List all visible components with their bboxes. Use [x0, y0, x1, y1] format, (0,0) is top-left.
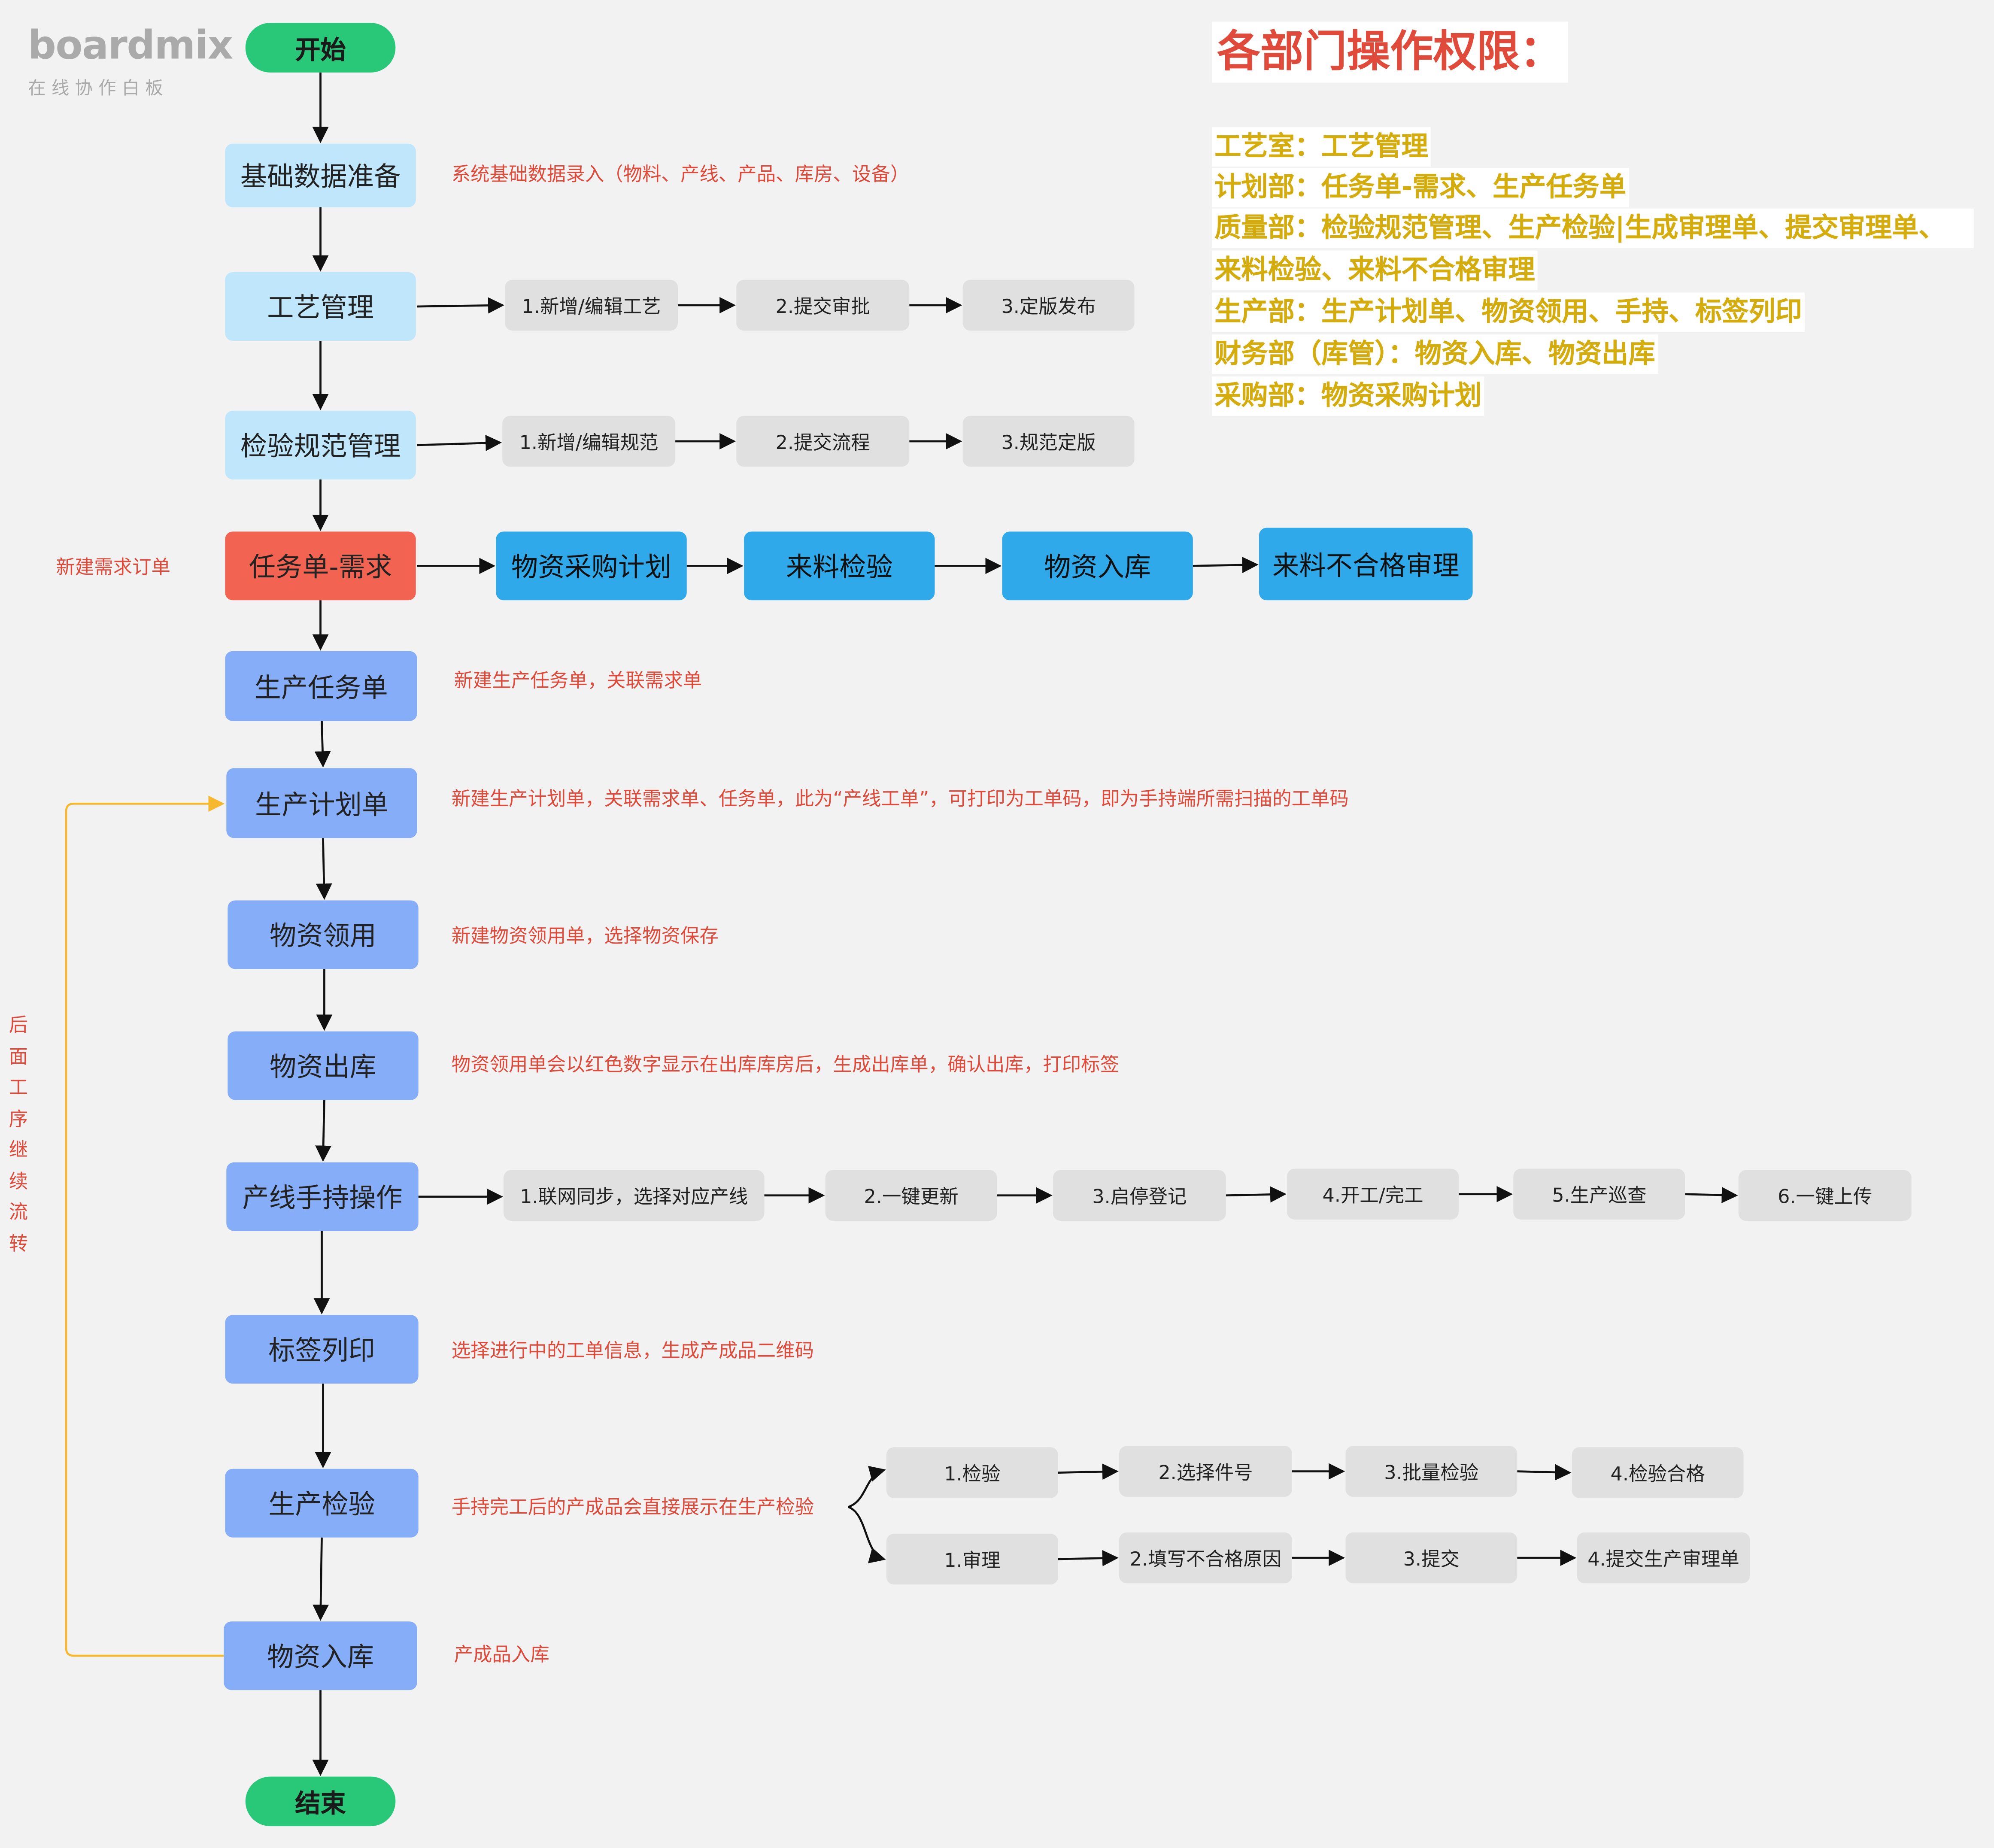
craft-step[interactable]: 3.定版发布 — [962, 279, 1135, 331]
demand-flow-node[interactable]: 来料检验 — [744, 531, 935, 601]
handheld-step[interactable]: 2.一键更新 — [825, 1170, 997, 1221]
inspect-pass-step[interactable]: 4.检验合格 — [1572, 1447, 1744, 1498]
demand-flow-node[interactable]: 物资入库 — [1002, 531, 1193, 601]
node-inspect-spec[interactable]: 检验规范管理 — [225, 410, 416, 479]
loop-back-line — [65, 795, 225, 1657]
inspect-fail-step[interactable]: 2.填写不合格原因 — [1119, 1532, 1292, 1584]
note-loop: 后面工序继续流转 — [9, 1014, 28, 1255]
logo: boardmix — [28, 23, 233, 69]
permission-line: 计划部：任务单-需求、生产任务单 — [1212, 168, 1629, 207]
node-material-use[interactable]: 物资领用 — [228, 900, 419, 969]
craft-step[interactable]: 2.提交审批 — [736, 279, 910, 331]
demand-flow-node[interactable]: 来料不合格审理 — [1259, 528, 1473, 601]
permission-line: 财务部（库管）：物资入库、物资出库 — [1212, 334, 1658, 374]
handheld-step[interactable]: 4.开工/完工 — [1287, 1168, 1459, 1220]
node-craft[interactable]: 工艺管理 — [225, 272, 416, 341]
permission-line: 来料检验、来料不合格审理 — [1212, 250, 1538, 290]
node-label-print[interactable]: 标签列印 — [225, 1315, 419, 1384]
note-basic: 系统基础数据录入（物料、产线、产品、库房、设备） — [451, 163, 910, 186]
permission-line: 工艺室：工艺管理 — [1212, 127, 1431, 167]
node-prod-task[interactable]: 生产任务单 — [225, 651, 417, 721]
note-prod-plan: 新建生产计划单，关联需求单、任务单，此为“产线工单”，可打印为工单码，即为手持端… — [451, 787, 1349, 810]
craft-step[interactable]: 1.新增/编辑工艺 — [505, 279, 678, 331]
node-material-in[interactable]: 物资入库 — [224, 1621, 417, 1690]
node-prod-plan[interactable]: 生产计划单 — [226, 768, 417, 838]
handheld-step[interactable]: 6.一键上传 — [1738, 1170, 1912, 1221]
inspect-fail-step[interactable]: 3.提交 — [1345, 1532, 1518, 1584]
inspect-pass-step[interactable]: 3.批量检验 — [1345, 1446, 1518, 1497]
node-basic-data[interactable]: 基础数据准备 — [225, 143, 416, 207]
handheld-step[interactable]: 5.生产巡查 — [1513, 1168, 1685, 1220]
spec-step[interactable]: 3.规范定版 — [962, 416, 1135, 467]
start-node[interactable]: 开始 — [245, 23, 396, 73]
node-task-demand[interactable]: 任务单-需求 — [225, 531, 416, 601]
spec-step[interactable]: 1.新增/编辑规范 — [502, 416, 676, 467]
note-material-in: 产成品入库 — [454, 1643, 549, 1666]
note-task-demand: 新建需求订单 — [56, 555, 171, 579]
note-material-use: 新建物资领用单，选择物资保存 — [451, 924, 719, 948]
demand-flow-node[interactable]: 物资采购计划 — [496, 531, 687, 601]
inspect-fail-step[interactable]: 4.提交生产审理单 — [1577, 1532, 1750, 1584]
permissions-title: 各部门操作权限： — [1212, 21, 1568, 83]
note-material-out: 物资领用单会以红色数字显示在出库库房后，生成出库单，确认出库，打印标签 — [451, 1053, 1120, 1076]
spec-step[interactable]: 2.提交流程 — [736, 416, 910, 467]
node-handheld[interactable]: 产线手持操作 — [226, 1162, 419, 1231]
note-prod-task: 新建生产任务单，关联需求单 — [454, 669, 702, 692]
inspect-pass-step[interactable]: 1.检验 — [886, 1447, 1058, 1498]
handheld-step[interactable]: 3.启停登记 — [1053, 1170, 1226, 1221]
node-prod-inspect[interactable]: 生产检验 — [225, 1469, 419, 1538]
note-prod-inspect: 手持完工后的产成品会直接展示在生产检验 — [451, 1495, 814, 1519]
handheld-step[interactable]: 1.联网同步，选择对应产线 — [504, 1170, 765, 1221]
inspect-fail-step[interactable]: 1.审理 — [886, 1533, 1058, 1585]
inspect-pass-step[interactable]: 2.选择件号 — [1119, 1446, 1292, 1497]
end-node[interactable]: 结束 — [245, 1776, 396, 1827]
permission-line: 采购部：物资采购计划 — [1212, 376, 1484, 416]
permission-line: 质量部：检验规范管理、生产检验|生成审理单、提交审理单、 — [1212, 208, 1973, 248]
logo-subtitle: 在 线 协 作 白 板 — [28, 79, 163, 100]
permission-line: 生产部：生产计划单、物资领用、手持、标签列印 — [1212, 292, 1805, 332]
note-label-print: 选择进行中的工单信息，生成产成品二维码 — [451, 1339, 814, 1362]
node-material-out[interactable]: 物资出库 — [228, 1031, 419, 1100]
